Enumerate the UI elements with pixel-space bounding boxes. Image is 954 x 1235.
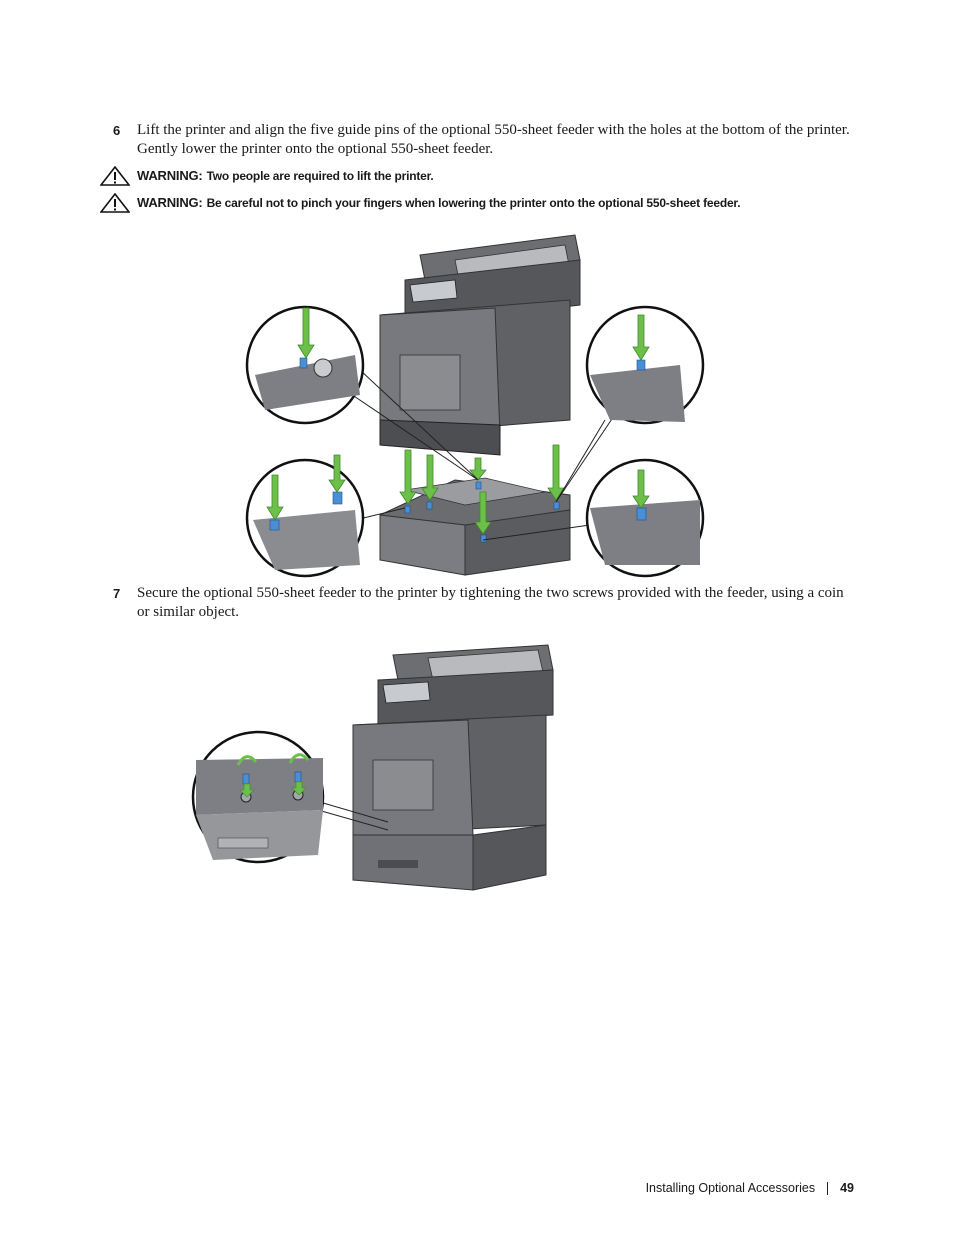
- footer-divider: [827, 1181, 829, 1195]
- page-footer: Installing Optional Accessories 49: [646, 1181, 854, 1195]
- callout-lines: [312, 799, 389, 831]
- callout-lines: [344, 369, 619, 541]
- warning-text: WARNING:Two people are required to lift …: [137, 168, 434, 183]
- feeder-illustration: [379, 477, 571, 576]
- warning-message: Two people are required to lift the prin…: [206, 169, 434, 183]
- warning-triangle-icon: [100, 166, 130, 186]
- callout-top-right: [585, 305, 705, 425]
- figure-lower-printer-onto-feeder: [245, 234, 705, 578]
- guide-pins: [404, 481, 560, 543]
- callout-top-left: [245, 305, 365, 425]
- warning-triangle-icon: [100, 193, 130, 213]
- step-number: 6: [113, 123, 121, 138]
- footer-section-title: Installing Optional Accessories: [645, 1181, 816, 1195]
- step-text: Lift the printer and align the five guid…: [137, 122, 850, 157]
- printer-with-feeder-illustration: [352, 644, 554, 891]
- warning-pinch: WARNING:Be careful not to pinch your fin…: [100, 193, 860, 213]
- step-text: Secure the optional 550-sheet feeder to …: [137, 585, 844, 620]
- warning-message: Be careful not to pinch your fingers whe…: [206, 196, 741, 210]
- step-number: 7: [113, 586, 121, 601]
- page-number: 49: [840, 1181, 854, 1195]
- warning-text: WARNING:Be careful not to pinch your fin…: [137, 195, 741, 210]
- figure-secure-feeder-screws: [191, 644, 554, 891]
- guide-arrows: [399, 444, 565, 535]
- printer-illustration: [379, 234, 581, 456]
- warning-lift: WARNING:Two people are required to lift …: [100, 166, 860, 186]
- warning-label: WARNING:: [137, 168, 203, 183]
- callout-bottom-left: [245, 454, 365, 578]
- callout-bottom-right: [585, 458, 705, 578]
- step-6: 6 Lift the printer and align the five gu…: [113, 121, 853, 159]
- warning-label: WARNING:: [137, 195, 203, 210]
- step-7: 7 Secure the optional 550-sheet feeder t…: [113, 584, 853, 622]
- callout-screws: [191, 730, 325, 864]
